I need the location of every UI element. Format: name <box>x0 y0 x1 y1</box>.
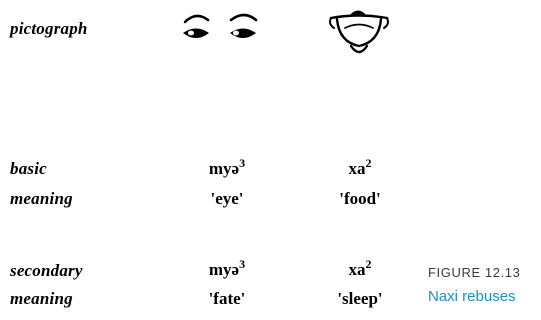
basic-word-text: xa <box>349 159 366 178</box>
food-bowl-pictograph-icon <box>327 2 391 60</box>
secondary-word-text: myə <box>209 260 239 279</box>
secondary-word-sleep: xa2 <box>318 261 402 278</box>
secondary-gloss-fate: 'fate' <box>182 290 272 307</box>
tone-number: 2 <box>366 257 372 271</box>
eyes-pictograph-icon <box>180 8 276 46</box>
row-label-basic: basic <box>10 160 47 177</box>
row-label-pictograph: pictograph <box>10 20 88 37</box>
basic-word-text: myə <box>209 159 239 178</box>
secondary-word-fate: myə3 <box>182 261 272 278</box>
row-label-secondary: secondary <box>10 262 83 279</box>
tone-number: 2 <box>366 156 372 170</box>
basic-word-food: xa2 <box>318 160 402 177</box>
basic-word-eye: myə3 <box>182 160 272 177</box>
row-label-secondary-meaning: meaning <box>10 290 73 307</box>
figure-label: FIGURE 12.13 <box>428 266 520 279</box>
figure-title: Naxi rebuses <box>428 289 516 304</box>
basic-gloss-eye: 'eye' <box>182 190 272 207</box>
basic-gloss-food: 'food' <box>318 190 402 207</box>
tone-number: 3 <box>239 257 245 271</box>
tone-number: 3 <box>239 156 245 170</box>
row-label-basic-meaning: meaning <box>10 190 73 207</box>
secondary-gloss-sleep: 'sleep' <box>318 290 402 307</box>
secondary-word-text: xa <box>349 260 366 279</box>
